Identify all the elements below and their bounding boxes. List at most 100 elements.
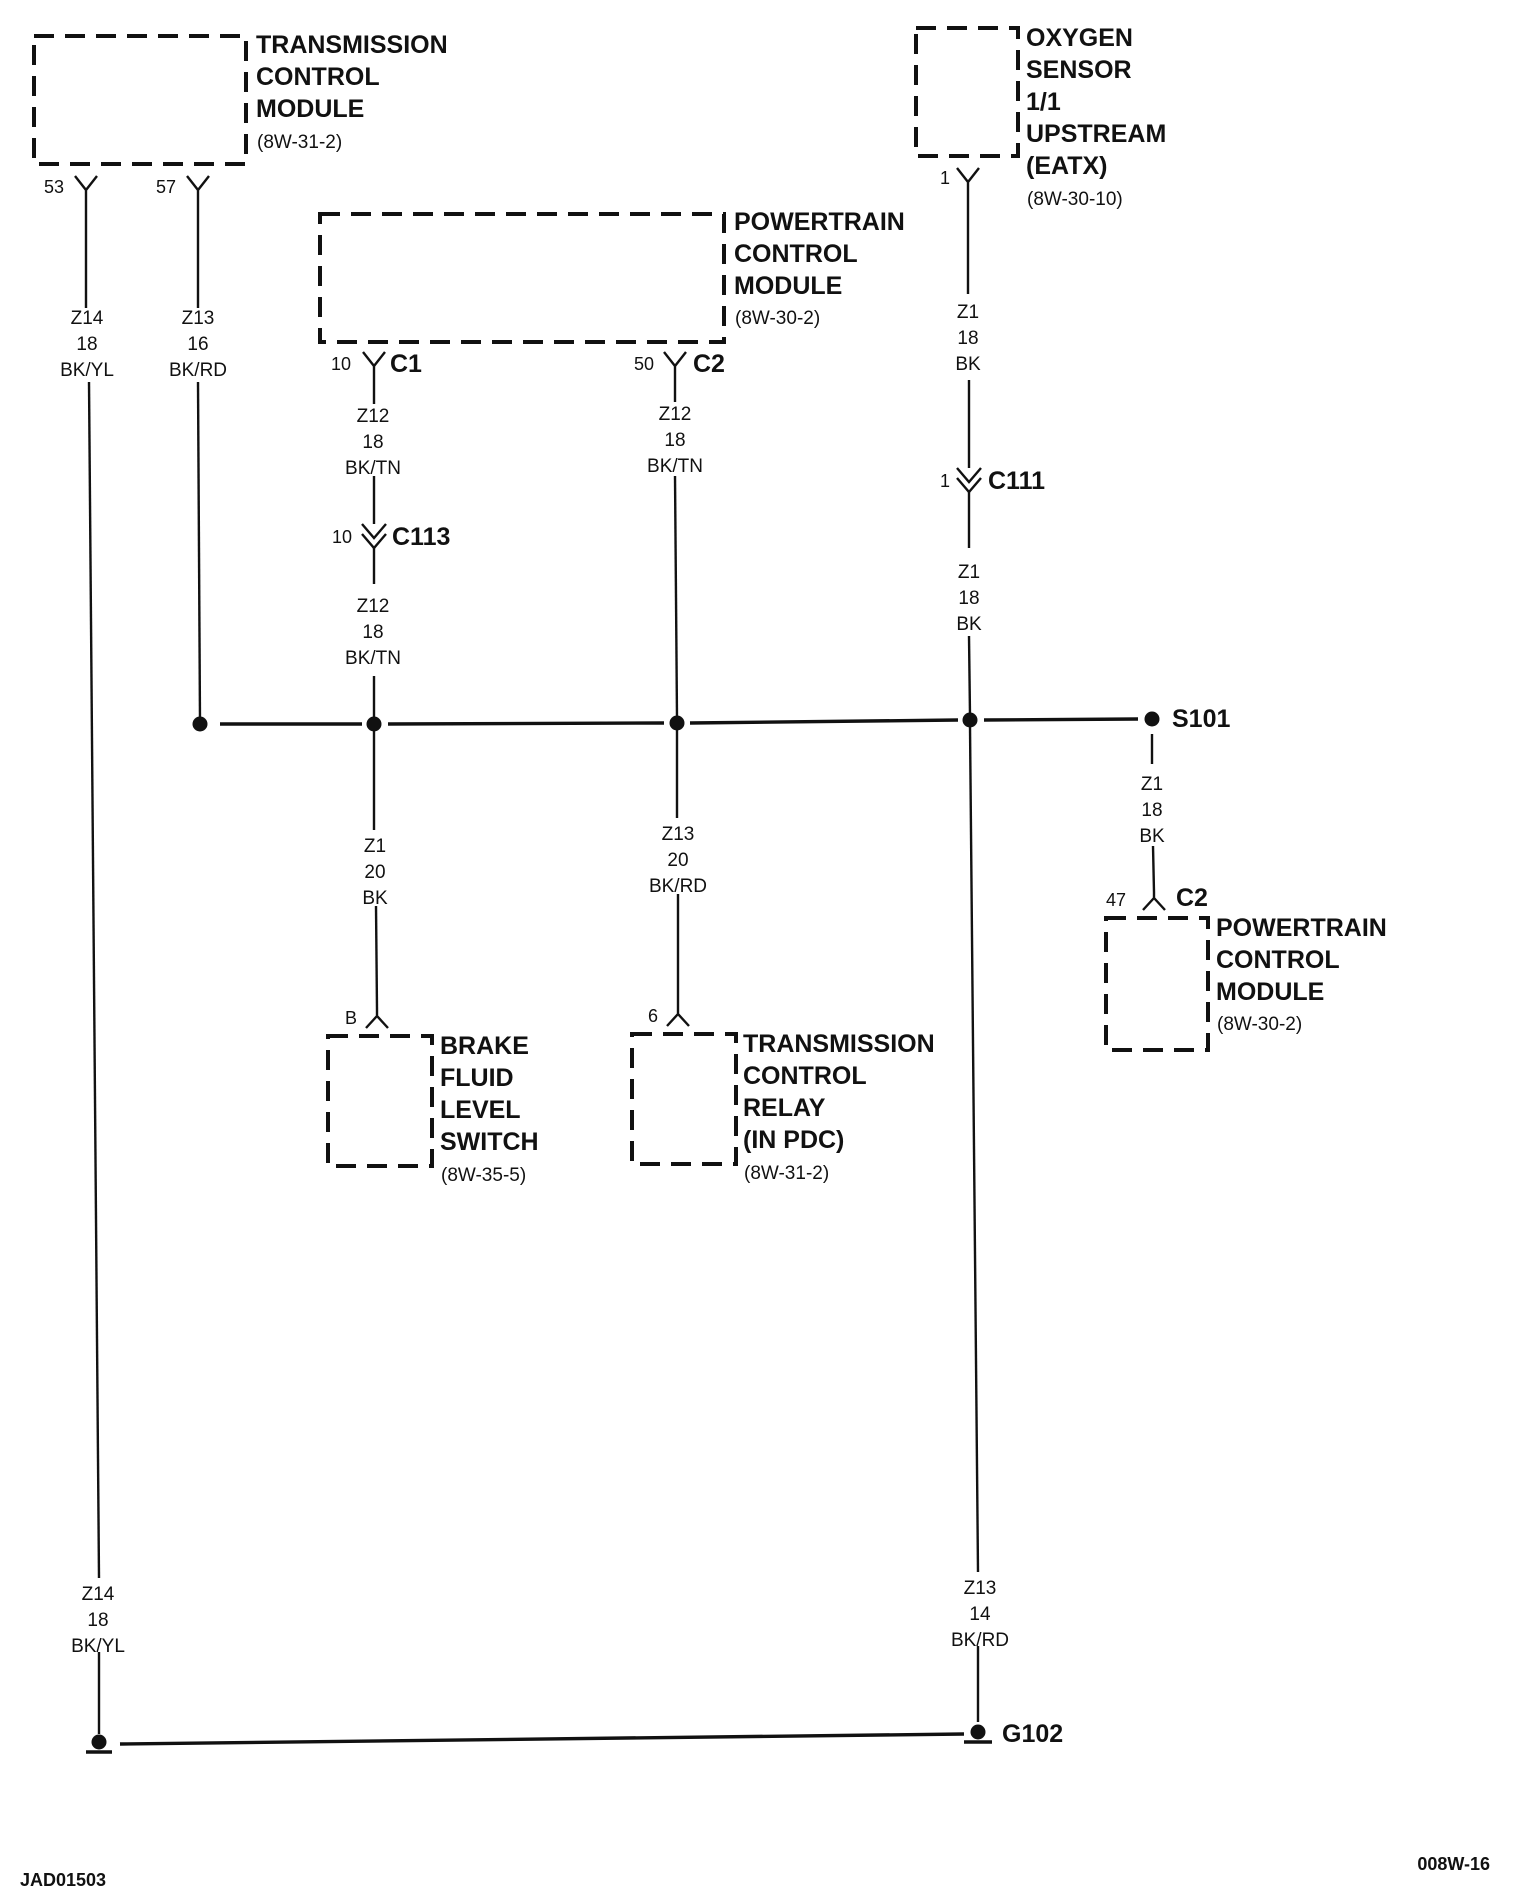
pin-symbols (74, 167, 1166, 1029)
relay-label-4: (IN PDC) (743, 1126, 844, 1154)
o2-label-5: (EATX) (1026, 152, 1107, 180)
c113-pin: 10 (332, 527, 352, 547)
svg-text:Z12: Z12 (357, 596, 390, 617)
brake-label-2: FLUID (440, 1064, 514, 1092)
powertrain-control-module-right: POWERTRAIN CONTROL MODULE (8W-30-2) 47 C… (1104, 884, 1387, 1052)
pcm-right-pin-47: 47 (1106, 890, 1126, 910)
wire-label-z13-relay: Z13 20 BK/RD (649, 824, 707, 897)
svg-text:BK/RD: BK/RD (169, 360, 227, 381)
svg-text:BK/RD: BK/RD (951, 1630, 1009, 1651)
pcm-top-ref: (8W-30-2) (735, 308, 820, 329)
tcm-pin-57: 57 (156, 177, 176, 197)
pcm-top-label-2: CONTROL (734, 240, 858, 268)
o2-label-1: OXYGEN (1026, 24, 1133, 52)
wire-label-z1-brake: Z1 20 BK (362, 836, 388, 909)
svg-text:18: 18 (958, 588, 979, 609)
svg-text:BK/TN: BK/TN (345, 458, 401, 479)
svg-text:BK: BK (1139, 826, 1165, 847)
footer-right-code: 008W-16 (1417, 1854, 1490, 1874)
tcm-label-1: TRANSMISSION (256, 31, 448, 59)
brake-label-3: LEVEL (440, 1096, 521, 1124)
svg-text:BK/RD: BK/RD (649, 876, 707, 897)
svg-text:18: 18 (1141, 800, 1162, 821)
svg-text:18: 18 (76, 334, 97, 355)
wire-label-z13-top: Z13 16 BK/RD (169, 308, 227, 381)
svg-text:20: 20 (667, 850, 688, 871)
svg-text:Z14: Z14 (82, 1584, 115, 1605)
transmission-control-module: TRANSMISSION CONTROL MODULE (8W-31-2) 53… (32, 31, 448, 197)
tcm-label-2: CONTROL (256, 63, 380, 91)
connector-c111: 1 C111 (940, 467, 1045, 495)
pcm-right-ref: (8W-30-2) (1217, 1014, 1302, 1035)
svg-text:Z12: Z12 (357, 406, 390, 427)
pcm-top-pin-50: 50 (634, 354, 654, 374)
svg-text:BK/YL: BK/YL (71, 1636, 125, 1657)
o2-pin-1: 1 (940, 168, 950, 188)
footer-left-code: JAD01503 (20, 1870, 106, 1890)
pcm-top-label-1: POWERTRAIN (734, 208, 905, 236)
svg-text:BK/TN: BK/TN (345, 648, 401, 669)
svg-text:18: 18 (87, 1610, 108, 1631)
pcm-right-label-1: POWERTRAIN (1216, 914, 1387, 942)
svg-text:14: 14 (969, 1604, 991, 1625)
pcm-top-label-3: MODULE (734, 272, 842, 300)
svg-text:Z13: Z13 (662, 824, 695, 845)
o2-label-2: SENSOR (1026, 56, 1132, 84)
svg-text:Z1: Z1 (957, 302, 979, 323)
o2-label-3: 1/1 (1026, 88, 1061, 116)
svg-text:16: 16 (187, 334, 208, 355)
tcm-pin-53: 53 (44, 177, 64, 197)
svg-text:Z1: Z1 (364, 836, 386, 857)
pcm-top-pin-10: 10 (331, 354, 351, 374)
tcm-label-3: MODULE (256, 95, 364, 123)
wire-label-z12-c2: Z12 18 BK/TN (647, 404, 703, 477)
relay-label-1: TRANSMISSION (743, 1030, 935, 1058)
wire-label-z14-top: Z14 18 BK/YL (60, 308, 114, 381)
svg-text:BK: BK (955, 354, 981, 375)
brake-label-1: BRAKE (440, 1032, 529, 1060)
wire-label-z1-c111: Z1 18 BK (956, 562, 982, 635)
svg-text:Z13: Z13 (182, 308, 215, 329)
ground-g102-label: G102 (1002, 1720, 1063, 1748)
svg-text:18: 18 (362, 432, 383, 453)
pcm-top-conn-c2: C2 (693, 350, 725, 378)
svg-text:20: 20 (364, 862, 385, 883)
svg-text:BK/YL: BK/YL (60, 360, 114, 381)
svg-text:BK: BK (956, 614, 982, 635)
splice-points (192, 711, 1160, 732)
transmission-control-relay: TRANSMISSION CONTROL RELAY (IN PDC) (8W-… (630, 1006, 935, 1184)
relay-pin-6: 6 (648, 1006, 658, 1026)
svg-text:BK/TN: BK/TN (647, 456, 703, 477)
pcm-top-conn-c1: C1 (390, 350, 422, 378)
svg-text:Z1: Z1 (1141, 774, 1163, 795)
svg-text:Z1: Z1 (958, 562, 980, 583)
relay-label-2: CONTROL (743, 1062, 867, 1090)
relay-ref: (8W-31-2) (744, 1163, 829, 1184)
svg-text:Z13: Z13 (964, 1578, 997, 1599)
svg-text:BK: BK (362, 888, 388, 909)
brake-label-4: SWITCH (440, 1128, 539, 1156)
o2-label-4: UPSTREAM (1026, 120, 1166, 148)
wire-label-z14-bottom: Z14 18 BK/YL (71, 1584, 125, 1657)
ground-g102: G102 (86, 1720, 1063, 1754)
c111-pin: 1 (940, 471, 950, 491)
brake-fluid-level-switch: BRAKE FLUID LEVEL SWITCH (8W-35-5) B (326, 1008, 539, 1186)
tcm-ref: (8W-31-2) (257, 132, 342, 153)
pcm-right-label-3: MODULE (1216, 978, 1324, 1006)
wire-label-z1-s101: Z1 18 BK (1139, 774, 1165, 847)
svg-text:Z14: Z14 (71, 308, 104, 329)
powertrain-control-module-top: POWERTRAIN CONTROL MODULE (8W-30-2) 10 C… (318, 208, 905, 378)
svg-text:18: 18 (664, 430, 685, 451)
connector-c113: 10 C113 (332, 523, 450, 551)
c111-name: C111 (988, 467, 1045, 495)
pcm-right-conn-c2: C2 (1176, 884, 1208, 912)
brake-pin-b: B (345, 1008, 357, 1028)
wire-label-z12-c1: Z12 18 BK/TN (345, 406, 401, 479)
relay-label-3: RELAY (743, 1094, 826, 1122)
pcm-right-label-2: CONTROL (1216, 946, 1340, 974)
oxygen-sensor: OXYGEN SENSOR 1/1 UPSTREAM (EATX) (8W-30… (914, 24, 1166, 210)
svg-text:Z12: Z12 (659, 404, 692, 425)
svg-text:18: 18 (362, 622, 383, 643)
wire-label-z13-bottom: Z13 14 BK/RD (951, 1578, 1009, 1651)
